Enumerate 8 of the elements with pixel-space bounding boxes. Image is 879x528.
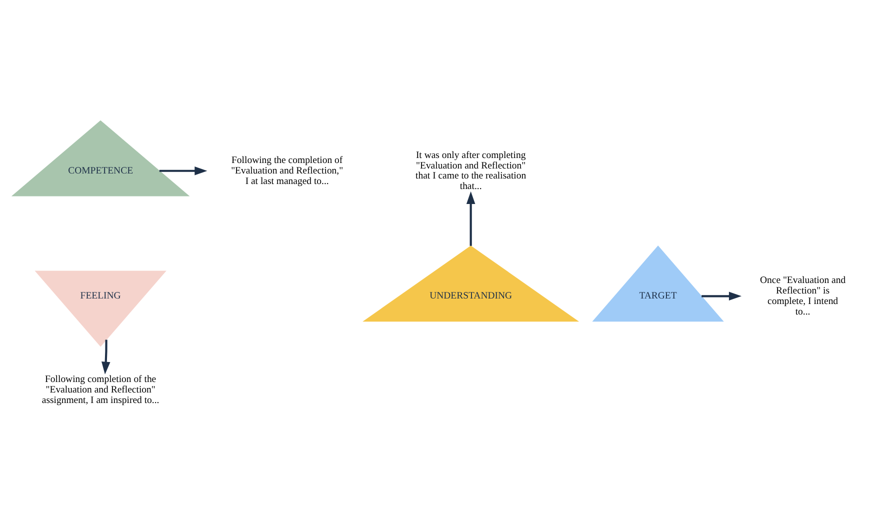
node-text: Following completion of the "Evaluation and Reflection" assignment, I am inspired to...	[42, 373, 160, 406]
node-text: Once "Evaluation and Reflection" is complete, I intend to...	[760, 274, 846, 317]
arrow	[702, 291, 742, 300]
node-text: It was only after completing "Evaluation and Reflection" that I came to the realisation that...	[416, 149, 526, 192]
arrow	[102, 339, 110, 374]
node-text: Following the completion of "Evaluation and Reflection," I at last managed to...	[231, 154, 344, 186]
arrow	[159, 166, 208, 175]
arrow	[466, 190, 476, 246]
